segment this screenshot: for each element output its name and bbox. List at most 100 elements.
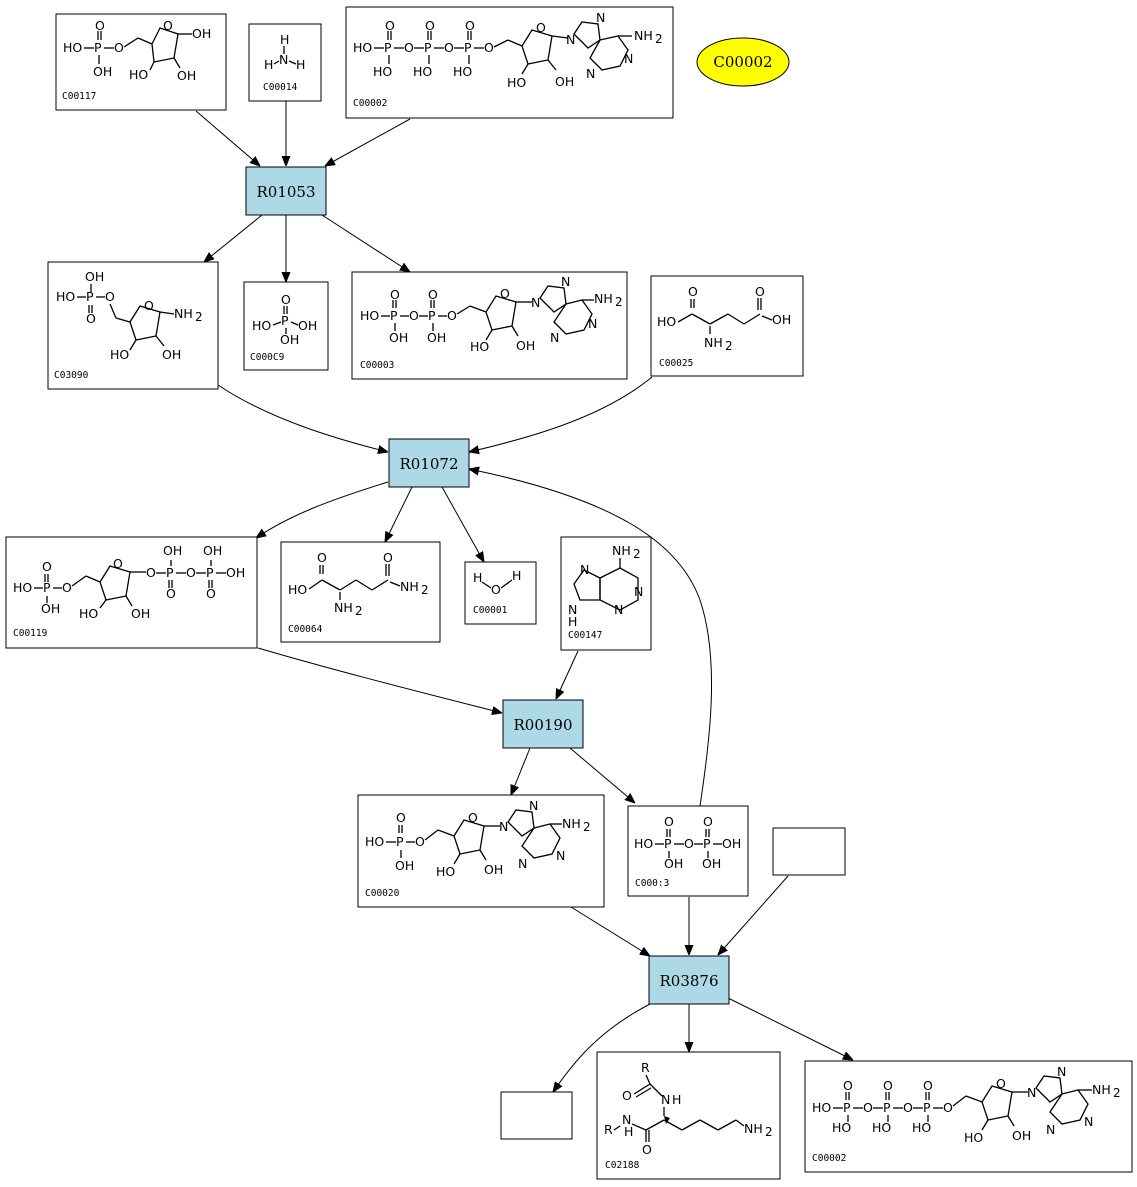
svg-text:O: O [113,556,123,571]
svg-text:N: N [580,562,589,577]
svg-text:N: N [499,819,508,834]
svg-text:R: R [641,1060,650,1075]
svg-text:R: R [604,1122,613,1137]
svg-text:OH: OH [85,269,104,284]
compound-c00003[interactable]: HO P O OH O P O OH O O N N [351,271,628,380]
highlight-label: C00002 [713,53,772,71]
edge-r00190-c00020 [511,747,531,795]
svg-text:NH: NH [174,306,193,321]
svg-text:P: P [664,836,672,851]
svg-text:OH: OH [427,330,446,345]
svg-text:P: P [396,834,404,849]
compound-label: C00020 [365,888,400,899]
structure-c00025: O HO O OH NH 2 [657,284,791,353]
svg-text:OH: OH [484,862,503,877]
compound-c00013[interactable]: O HO P O P O OH OH OH C000:3 [627,805,749,897]
svg-text:OH: OH [226,565,245,580]
compound-label: C03090 [54,370,89,381]
compound-c00002-bottom[interactable]: HO P O HO O P O HO O P O HO [804,1060,1133,1173]
svg-text:OH: OH [702,856,721,871]
svg-text:O: O [415,834,425,849]
svg-text:O: O [465,18,475,33]
svg-text:O: O [996,1076,1006,1091]
structure-c00001: H O H [473,568,521,597]
compound-c00009[interactable]: O P HO OH OH C000C9 [243,281,329,371]
svg-text:2: 2 [765,1125,773,1139]
reaction-label: R01053 [256,183,315,201]
edge-r01053-c03090 [204,214,263,262]
svg-text:P: P [43,580,51,595]
compound-c00001[interactable]: H O H C00001 [464,561,537,625]
compound-c00025[interactable]: O HO O OH NH 2 C00025 [650,275,804,377]
svg-text:OH: OH [664,856,683,871]
compound-label: C00002 [812,1153,846,1164]
svg-text:O: O [484,40,494,55]
edge-r01072-c00001 [441,486,484,562]
svg-text:O: O [42,559,52,574]
reaction-r01053[interactable]: R01053 [245,166,327,216]
svg-text:H: H [512,568,521,583]
svg-text:OH: OH [41,601,60,616]
compound-c02188[interactable]: R O N H O N H R NH 2 C021 [596,1051,781,1180]
svg-text:2: 2 [355,604,363,618]
compound-c03090[interactable]: OH HO P O O O NH 2 HO OH C03090 [47,261,219,390]
svg-text:HO: HO [79,606,98,621]
highlight-c00002[interactable]: C00002 [696,37,790,87]
svg-text:HO: HO [56,289,75,304]
svg-text:O: O [206,586,216,601]
compound-c00147[interactable]: NH 2 N N N N H C00147 [560,536,652,651]
compound-label: C00119 [13,628,48,639]
compound-label: C00003 [360,360,394,371]
compound-c00064[interactable]: O HO O NH 2 NH 2 C00064 [280,541,441,643]
svg-text:OH: OH [772,312,791,327]
svg-text:HO: HO [360,308,379,323]
svg-text:NH: NH [334,600,353,615]
svg-text:O: O [144,298,154,313]
svg-text:P: P [166,565,174,580]
edge-r01072-c00119 [256,481,389,538]
svg-text:P: P [464,40,472,55]
svg-text:HO: HO [129,67,148,82]
svg-text:N: N [556,848,565,863]
svg-text:P: P [883,1100,891,1115]
svg-text:O: O [385,18,395,33]
svg-text:OH: OH [555,74,574,89]
svg-text:O: O [688,284,698,299]
svg-text:OH: OH [395,858,414,873]
compound-c00117[interactable]: HO P O OH O O OH HO OH C00117 [55,13,227,111]
structure-c02188: R O N H O N H R NH 2 [604,1060,773,1157]
svg-text:OH: OH [298,318,317,333]
compound-c00119[interactable]: O HO P O OH O O P OH O O P [5,536,258,649]
compound-empty-1[interactable] [772,827,846,876]
edge-c00020-r03876 [570,906,650,956]
svg-text:OH: OH [516,338,535,353]
svg-text:O: O [281,292,291,307]
svg-text:O: O [425,18,435,33]
compound-c00014[interactable]: H H N H C00014 [248,23,322,102]
edge-r03876-c00002 [727,997,853,1060]
reaction-r03876[interactable]: R03876 [648,955,730,1005]
svg-text:O: O [642,1142,652,1157]
svg-text:O: O [468,810,478,825]
svg-text:P: P [424,40,432,55]
svg-text:HO: HO [288,582,307,597]
compound-empty-2[interactable] [500,1091,573,1140]
svg-text:O: O [146,565,156,580]
svg-text:O: O [444,40,454,55]
svg-text:O: O [95,18,105,33]
svg-text:H: H [296,57,305,72]
svg-text:H: H [672,1092,681,1107]
svg-text:P: P [703,836,711,851]
svg-text:OH: OH [389,330,408,345]
svg-text:O: O [428,287,438,302]
reaction-r01072[interactable]: R01072 [388,438,470,488]
svg-text:O: O [62,580,72,595]
compound-c00020[interactable]: O HO P O OH O N N N N NH 2 HO [357,794,605,908]
svg-text:O: O [943,1100,953,1115]
svg-text:2: 2 [655,32,663,46]
svg-text:HO: HO [507,75,526,90]
svg-text:H: H [568,614,577,629]
svg-text:2: 2 [633,547,641,561]
compound-c00002-top[interactable]: HO P O HO O P O HO O P O HO [345,6,674,119]
reaction-r00190[interactable]: R00190 [502,699,584,749]
